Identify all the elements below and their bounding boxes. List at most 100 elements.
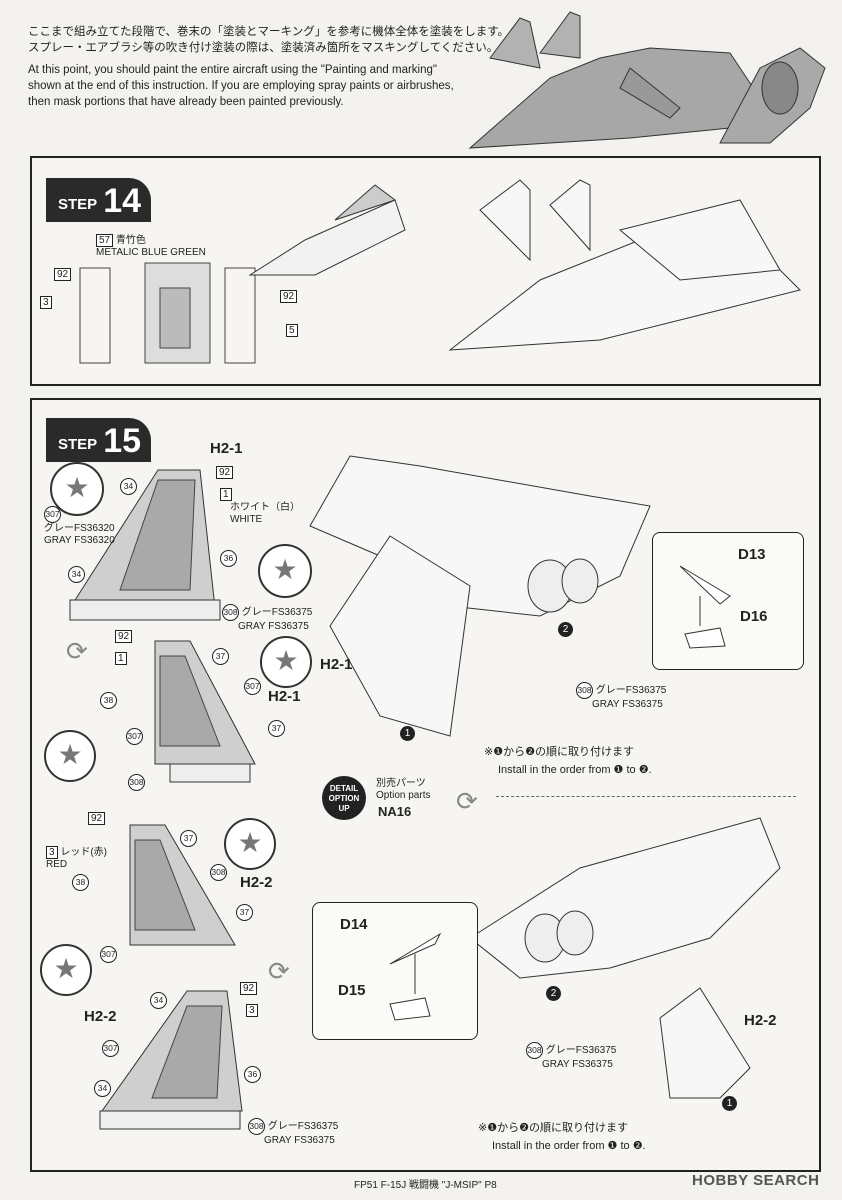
code-36-b: 36 [244,1066,261,1083]
order-marker-1-a: 1 [400,726,415,741]
gray320-jp: グレーFS36320 [44,523,115,534]
step14-badge: STEP 14 [46,178,152,222]
code-307-e: 307 [102,1040,119,1057]
red-label: 3 レッド(赤) RED [46,846,107,871]
intro-en-line1: At this point, you should paint the enti… [28,64,437,76]
up-word: UP [338,804,350,813]
fin-label-h2-2-bottom: H2-2 [84,1008,117,1025]
option-parts-label: 別売パーツ Option parts [376,778,430,802]
gray375-label-a: 308 グレーFS36375 GRAY FS36375 [222,604,312,633]
fin-label-h2-1-top: H2-1 [210,440,243,457]
d13-d16-illustration [679,565,731,649]
step15-number: 15 [103,422,142,460]
callout-3: 3 [40,296,52,309]
part-d13: D13 [738,546,766,563]
intro-jp: ここまで組み立てた段階で、巻末の「塗装とマーキング」を参考に機体全体を塗装をしま… [28,24,509,56]
code-37-d: 37 [236,904,253,921]
code-92-d: 92 [240,982,258,995]
code-34-b: 34 [68,566,85,583]
intro-en-line2: shown at the end of this instruction. If… [28,80,454,92]
rotate-icon: ⟳ [66,636,88,666]
white-jp: ホワイト（白） [230,502,300,513]
option-en: Option parts [376,790,431,801]
code-308-e: 308 [576,682,593,699]
intro-jp-line2: スプレー・エアブラシ等の吹き付け塗装の際は、塗装済み箇所をマスキングしてください… [28,42,499,54]
code-92-a: 92 [216,466,234,479]
d14-d15-illustration [389,932,442,1021]
code-34-a: 34 [120,478,137,495]
code-37-c: 37 [180,830,197,847]
fin-label-h2-1-mid: H2-1 [268,688,301,705]
paint-jp: 青竹色 [115,235,146,246]
code-1-a: 1 [220,488,232,501]
gray320-en: GRAY FS36320 [44,535,115,546]
white-label: ホワイト（白） WHITE [230,502,300,526]
code-308-a: 308 [222,604,239,621]
code-92-b: 92 [115,630,133,643]
gray375-en-b: GRAY FS36375 [264,1135,335,1146]
code-308-b: 308 [128,774,145,791]
part-d16: D16 [740,608,768,625]
order-jp-b: ※❶から❷の順に取り付けます [478,1122,628,1134]
step14-nose-section [248,184,406,276]
step15-word: STEP [58,436,98,453]
gray375-jp-a: グレーFS36375 [241,607,313,618]
step14-paint-label: 57 青竹色 METALIC BLUE GREEN [96,234,206,259]
intro-en: At this point, you should paint the enti… [28,62,454,110]
order-marker-1-b: 1 [722,1096,737,1111]
detail-word: DETAIL [329,784,359,793]
fin-label-h2-1-main: H2-1 [320,656,353,673]
star-insignia-icon: ★ [50,462,104,516]
code-308-d: 308 [248,1118,265,1135]
callout-5: 5 [286,324,298,337]
order-en-a: Install in the order from ❶ to ❷. [498,764,652,776]
code-307-c: 307 [126,728,143,745]
option-jp: 別売パーツ [376,778,426,789]
rotate-icon: ⟳ [268,956,290,986]
code-38-b: 38 [72,874,89,891]
red-jp: レッド(赤) [60,847,108,858]
fin-h2-1-inner [154,640,256,783]
step15-aircraft-top [309,455,651,737]
step14-cockpit-details [79,262,256,364]
fin-label-h2-2-mid: H2-2 [240,874,273,891]
order-jp-a: ※❶から❷の順に取り付けます [484,746,634,758]
gray375-en-a: GRAY FS36375 [238,621,309,632]
option-word: OPTION [328,794,360,803]
step14-number: 14 [103,182,142,220]
fin-h2-1-outer [69,469,221,621]
star-insignia-icon: ★ [40,944,92,996]
fin-h2-2-outer [129,824,236,946]
order-en-b: Install in the order from ❶ to ❷. [492,1140,646,1152]
part-d14: D14 [340,916,368,933]
paint-en: METALIC BLUE GREEN [96,247,206,258]
step14-word: STEP [58,196,98,213]
part-d15: D15 [338,982,366,999]
gray375-label-d: 308 グレーFS36375 GRAY FS36375 [526,1042,616,1071]
step14-aircraft [448,179,801,351]
code-1-b: 1 [115,652,127,665]
code-34-d: 34 [94,1080,111,1097]
dashed-divider [496,796,796,797]
step15-badge: STEP 15 [46,418,152,462]
intro-en-line3: then mask portions that have already bee… [28,96,344,108]
fin-label-h2-2-main: H2-2 [744,1012,777,1029]
aircraft-overview-illustration [468,11,826,149]
callout-92-left: 92 [54,268,72,281]
order-marker-2-b: 2 [546,986,561,1001]
code-92-c: 92 [88,812,106,825]
white-en: WHITE [230,514,263,525]
gray375-label-b: 308 グレーFS36375 GRAY FS36375 [248,1118,338,1147]
star-insignia-icon: ★ [44,730,96,782]
brand-watermark: HOBBY SEARCH [692,1172,820,1189]
code-38-a: 38 [100,692,117,709]
gray375-en-d: GRAY FS36375 [542,1059,613,1070]
star-insignia-icon: ★ [258,544,312,598]
code-308-c: 308 [210,864,227,881]
option-code: NA16 [378,804,412,819]
gray375-jp-b: グレーFS36375 [267,1121,339,1132]
code-36-a: 36 [220,550,237,567]
detail-option-up-badge: DETAIL OPTION UP [322,776,366,820]
step15-aircraft-bottom [469,817,781,1099]
callout-92-right: 92 [280,290,298,303]
